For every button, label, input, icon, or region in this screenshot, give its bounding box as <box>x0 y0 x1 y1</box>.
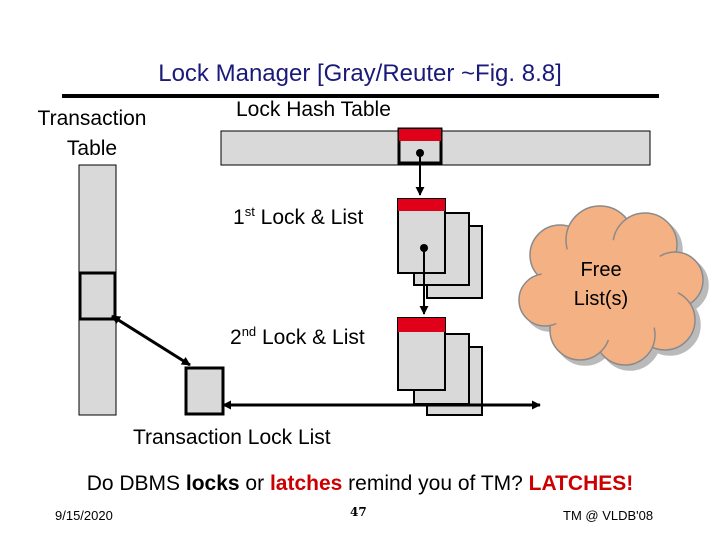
transaction-to-lock-list-arrow <box>111 314 191 367</box>
footer-credit: TM @ VLDB'08 <box>563 508 654 523</box>
second-lock-stack <box>397 317 483 416</box>
free-list-label: Free List(s) <box>573 259 629 310</box>
first-lock-stack <box>397 198 483 299</box>
second-lock-label: 2nd Lock & List <box>230 324 365 349</box>
locks-word: locks <box>185 472 240 495</box>
slide-title: Lock Manager [Gray/Reuter ~Fig. 8.8] <box>158 60 562 87</box>
title-rule <box>62 94 659 98</box>
lock-hash-table-label: Lock Hash Table <box>236 98 391 121</box>
transaction-table-label-line1: Transaction <box>37 107 147 130</box>
free-list-cloud <box>518 205 704 366</box>
footer-page-number: 47 <box>350 505 367 519</box>
transaction-lock-list-label: Transaction Lock List <box>133 426 331 449</box>
answer-text: LATCHES! <box>528 472 634 495</box>
transaction-table-label-line2: Table <box>66 137 118 160</box>
latches-word: latches <box>269 472 343 495</box>
transaction-table-label: Transaction Table <box>22 104 162 164</box>
transaction-entry-cell <box>78 271 117 321</box>
footer-date: 9/15/2020 <box>55 508 113 523</box>
hash-bucket-header <box>399 129 441 141</box>
transaction-lock-list-box <box>184 366 225 416</box>
first-lock-label: 1st Lock & List <box>233 204 364 229</box>
question-line: Do DBMS locks or latches remind you of T… <box>86 472 634 495</box>
